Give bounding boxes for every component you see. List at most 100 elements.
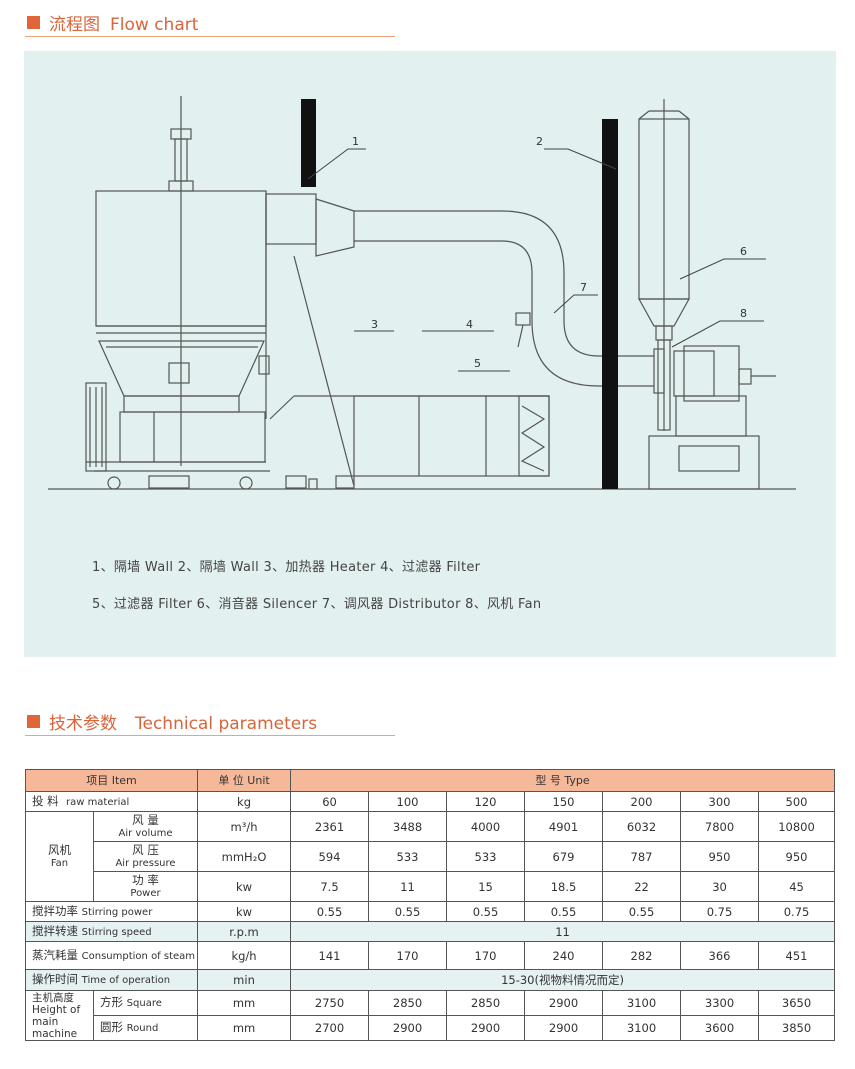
cell: 533 [446, 841, 526, 872]
table-header-row: 项目 Item 单 位 Unit 型 号 Type [24, 769, 836, 792]
flow-diagram: 1 2 3 4 5 6 7 8 [48, 96, 796, 490]
cell: 0.55 [446, 901, 526, 922]
tech-title-en: Technical parameters [135, 714, 318, 734]
row-square-en: Square [126, 998, 162, 1009]
row-raw-en: raw material [65, 796, 130, 808]
cell: 11 [368, 871, 448, 902]
cell: 0.55 [602, 901, 682, 922]
cell: 2900 [524, 990, 604, 1016]
cell: 282 [602, 941, 682, 970]
row-fan-cn: 风机 [48, 842, 71, 857]
cell: 366 [680, 941, 760, 970]
row-height-en2: machine [32, 1027, 78, 1040]
cell: 200 [602, 791, 682, 812]
label-1: 1 [352, 135, 359, 148]
row-stirspeed-cn: 搅拌转速 [32, 923, 78, 938]
cell: 3100 [602, 990, 682, 1016]
cell: 6032 [602, 811, 682, 842]
flow-chart-panel: 1 2 3 4 5 6 7 8 1、隔墙 Wall 2、隔墙 Wall 3、加热… [24, 51, 836, 657]
label-4: 4 [466, 318, 473, 331]
cell: 3650 [758, 990, 836, 1016]
row-optime-en: Time of operation [81, 975, 171, 986]
row-airvol-cn: 风 量 [132, 812, 159, 827]
cell: 950 [680, 841, 760, 872]
cell: 240 [524, 941, 604, 970]
cell: 45 [758, 871, 836, 902]
label-7: 7 [580, 281, 587, 294]
row-optime-cn: 操作时间 [32, 972, 78, 986]
cell: 2850 [446, 990, 526, 1016]
label-2: 2 [536, 135, 543, 148]
heading-square-icon [27, 16, 40, 29]
cell: 2900 [368, 1015, 448, 1041]
cell: 2361 [290, 811, 370, 842]
legend-line-1: 1、隔墙 Wall 2、隔墙 Wall 3、加热器 Heater 4、过滤器 F… [92, 560, 481, 575]
cell: 300 [680, 791, 760, 812]
heading-square-icon [27, 715, 40, 728]
flow-title-en: Flow chart [110, 15, 199, 35]
table-row: 操作时间 Time of operation min 15-30(视物料情况而定… [24, 969, 836, 991]
cell: 60 [290, 791, 370, 812]
row-optime-unit: min [197, 969, 292, 991]
cell: 3488 [368, 811, 448, 842]
legend-line-2: 5、过滤器 Filter 6、消音器 Silencer 7、调风器 Distri… [92, 597, 542, 612]
cell: 3850 [758, 1015, 836, 1041]
row-round-cn: 圆形 [100, 1020, 123, 1034]
cell: 18.5 [524, 871, 604, 902]
flow-chart-heading: 流程图 Flow chart [25, 6, 395, 37]
cell: 2700 [290, 1015, 370, 1041]
cell: 0.55 [524, 901, 604, 922]
row-square-cn: 方形 [100, 995, 123, 1009]
cell: 533 [368, 841, 448, 872]
cell: 15 [446, 871, 526, 902]
wall-2 [602, 119, 618, 489]
parameters-table: 项目 Item 单 位 Unit 型 号 Type 投 料 raw materi… [24, 769, 836, 1041]
cell: 451 [758, 941, 836, 970]
row-stirspeed-value: 11 [290, 921, 836, 942]
cell: 100 [368, 791, 448, 812]
row-steam-unit: kg/h [197, 941, 292, 970]
tech-title-cn: 技术参数 [49, 714, 117, 734]
label-5: 5 [474, 357, 481, 370]
cell: 170 [368, 941, 448, 970]
row-raw-unit: kg [197, 791, 292, 812]
row-fan-en: Fan [50, 857, 69, 869]
cell: 141 [290, 941, 370, 970]
row-steam-cn: 蒸汽耗量 [32, 947, 78, 962]
cell: 3100 [602, 1015, 682, 1041]
cell: 787 [602, 841, 682, 872]
label-3: 3 [371, 318, 378, 331]
cell: 4901 [524, 811, 604, 842]
cell: 2750 [290, 990, 370, 1016]
row-power-unit: kw [197, 871, 292, 902]
flow-title-cn: 流程图 [49, 15, 100, 35]
cell: 679 [524, 841, 604, 872]
row-round-en: Round [126, 1023, 159, 1034]
header-item: 项目 Item [24, 769, 199, 792]
row-power-en: Power [130, 887, 161, 899]
row-stirpower-unit: kw [197, 901, 292, 922]
label-6: 6 [740, 245, 747, 258]
row-airvol-en: Air volume [118, 827, 173, 839]
cell: 594 [290, 841, 370, 872]
row-stirpower-en: Stirring power [81, 906, 153, 918]
cell: 500 [758, 791, 836, 812]
row-raw-cn: 投 料 [32, 793, 59, 808]
cell: 170 [446, 941, 526, 970]
cell: 3600 [680, 1015, 760, 1041]
row-stirpower-cn: 搅拌功率 [32, 903, 78, 918]
row-stirspeed-en: Stirring speed [81, 926, 152, 938]
row-optime-value: 15-30(视物料情况而定) [290, 969, 836, 991]
row-stirspeed-unit: r.p.m [197, 921, 292, 942]
cell: 22 [602, 871, 682, 902]
cell: 2900 [524, 1015, 604, 1041]
row-height-cn: 主机高度 [32, 991, 74, 1004]
